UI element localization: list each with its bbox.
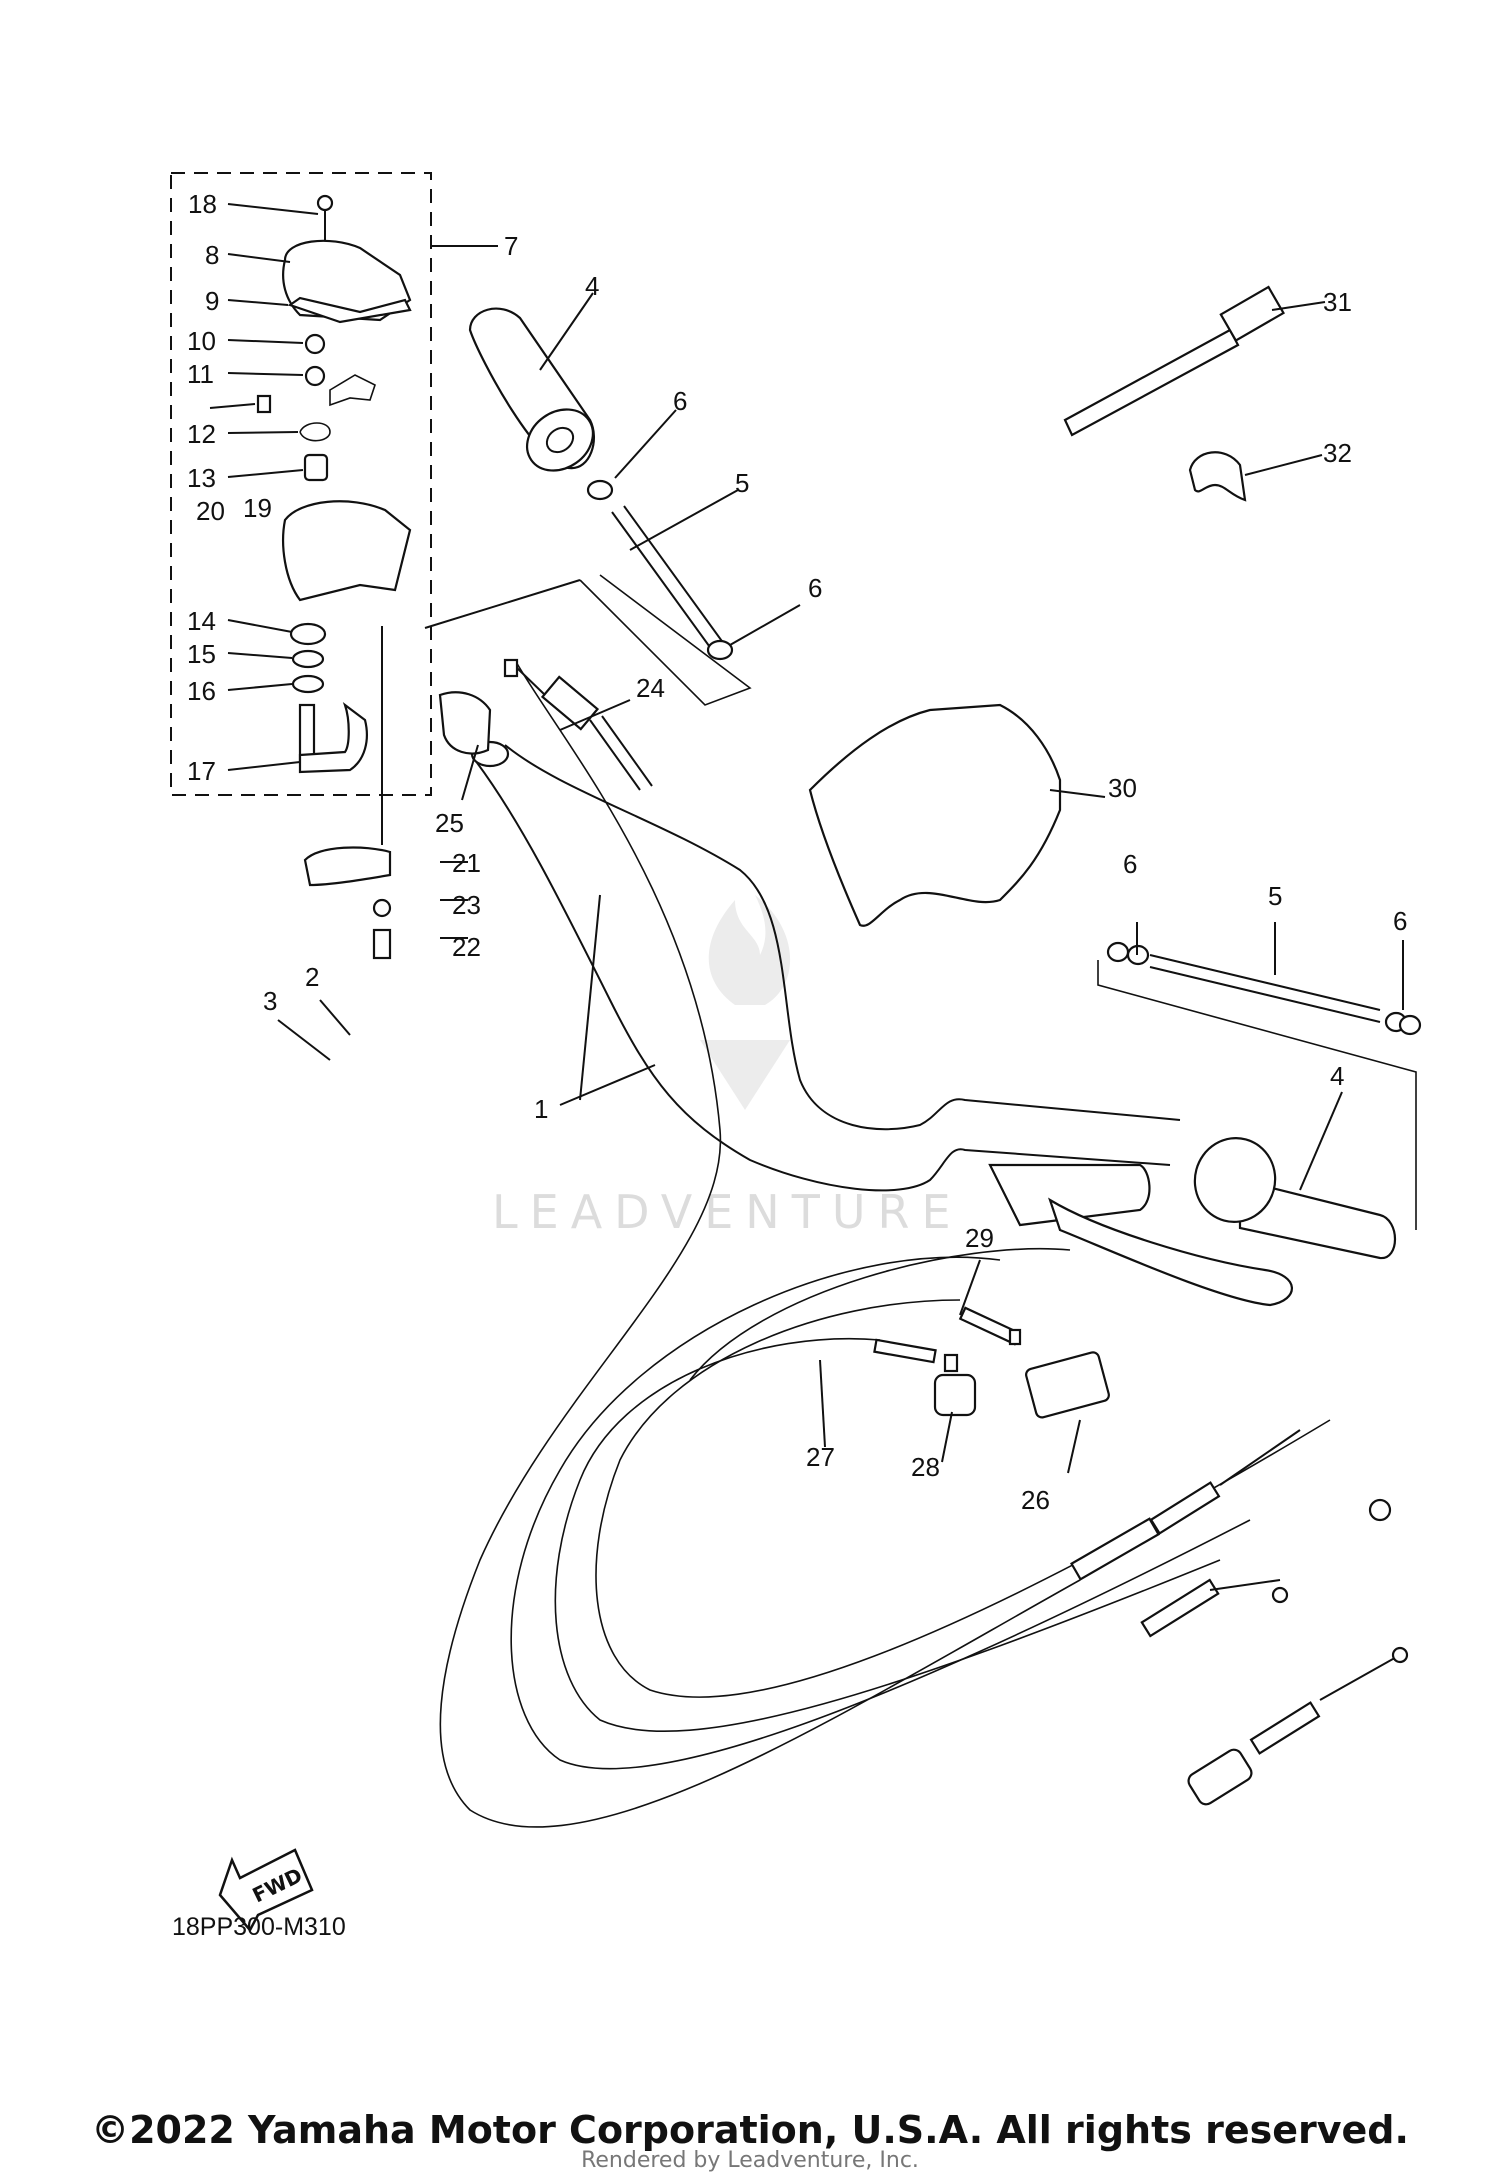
diagram-code: 18PP300-M310 [172,1913,346,1941]
callout-25: 25 [435,808,464,838]
callout-2: 2 [305,962,319,992]
callout-1: 1 [534,1094,548,1124]
callout-12: 12 [187,419,216,449]
callout-13: 13 [187,463,216,493]
callout-6-upper-a: 6 [673,386,687,416]
callout-19: 19 [243,493,272,523]
grip-right [988,1137,1396,1307]
rendered-by-notice: Rendered by Leadventure, Inc. [581,2148,919,2173]
callout-14: 14 [187,606,216,636]
callout-24: 24 [636,673,665,703]
callout-27: 27 [806,1442,835,1472]
handlebar-cover [808,703,1062,927]
callout-6-right-b: 6 [1393,906,1407,936]
throttle-assembly-box [170,172,432,796]
callout-17: 17 [187,756,216,786]
leadventure-watermark: LEADVENTURE [492,895,963,1239]
callout-31: 31 [1323,287,1352,317]
bar-end-upper [579,479,752,706]
callout-30: 30 [1108,773,1137,803]
callout-5-right: 5 [1268,881,1282,911]
cable-tie [1063,285,1285,437]
callout-28: 28 [911,1452,940,1482]
cable-clip [1188,451,1247,502]
callout-5-upper: 5 [735,468,749,498]
cable-adjuster-parts [503,658,1110,1419]
bar-end-lower [1097,941,1422,1230]
grip-left [468,307,595,472]
callout-11: 11 [187,359,214,389]
callout-23: 23 [452,890,481,920]
callout-10: 10 [187,326,216,356]
callout-9: 9 [205,286,219,316]
callout-29: 29 [965,1223,994,1253]
callout-32: 32 [1323,438,1352,468]
callout-15: 15 [187,639,216,669]
callout-4-left: 4 [585,271,599,301]
callout-20: 20 [196,496,225,526]
callout-26: 26 [1021,1485,1050,1515]
watermark-text: LEADVENTURE [492,1185,963,1239]
callout-3: 3 [263,986,277,1016]
cables [439,659,1331,1828]
callout-6-right-a: 6 [1123,849,1137,879]
callout-21: 21 [452,848,481,878]
callout-7: 7 [504,231,518,261]
copyright-notice: ©2022 Yamaha Motor Corporation, U.S.A. A… [91,2108,1409,2152]
throttle-assembly-parts [209,194,492,960]
callout-labels: 18 8 9 10 11 12 13 20 19 14 15 16 17 7 4… [187,189,1407,1515]
leader-lines [227,203,1404,1474]
callout-6-upper-b: 6 [808,573,822,603]
callout-22: 22 [452,932,481,962]
callout-18: 18 [188,189,217,219]
cable-end-fittings [1070,1429,1409,1806]
callout-4-right: 4 [1330,1061,1344,1091]
callout-16: 16 [187,676,216,706]
callout-8: 8 [205,240,219,270]
